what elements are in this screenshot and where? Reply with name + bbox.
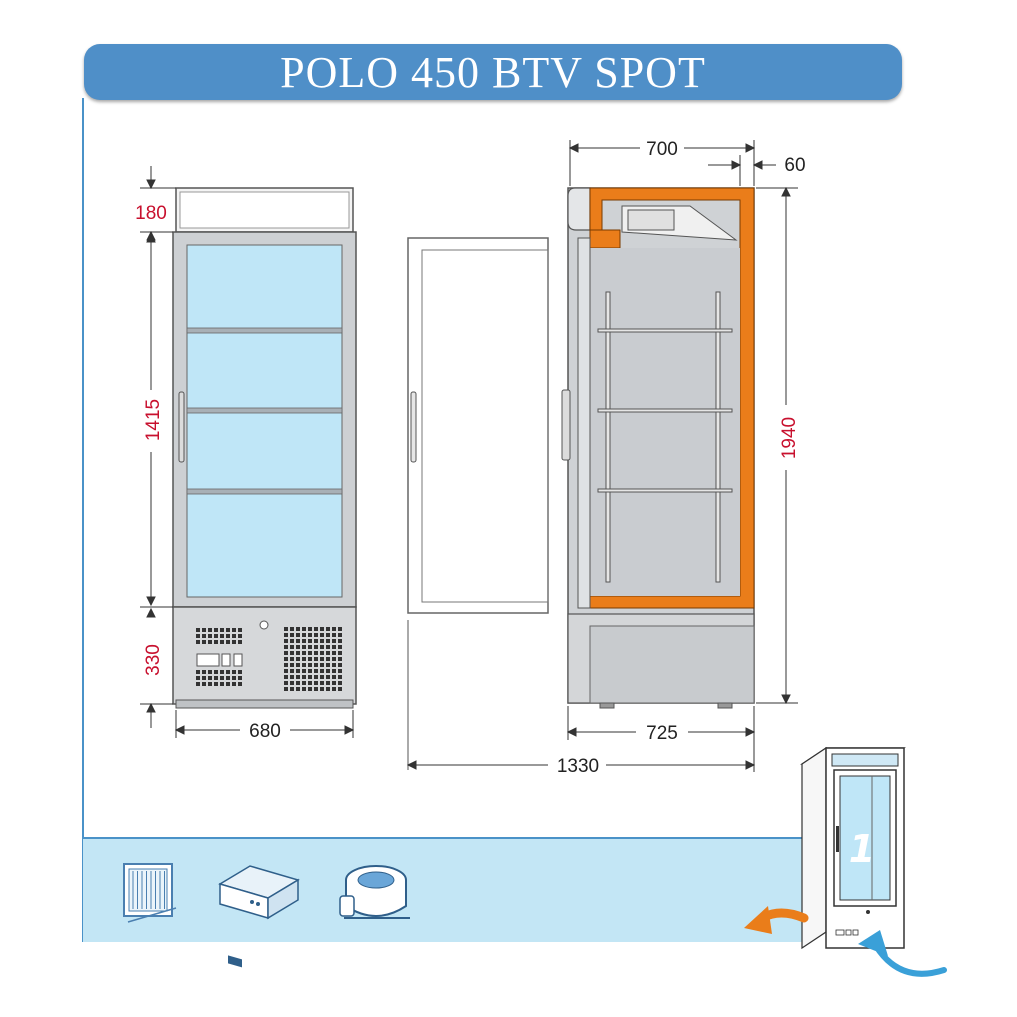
thumbnail-number: 1 xyxy=(849,827,875,871)
side-door-handle xyxy=(561,389,571,461)
front-shelf-2 xyxy=(186,407,343,414)
dim-front-top: 180 xyxy=(135,203,167,224)
front-switch-1 xyxy=(221,653,231,667)
page-title: POLO 450 BTV SPOT xyxy=(280,47,706,97)
front-canopy-panel xyxy=(179,191,350,229)
dim-door-open: 1330 xyxy=(557,756,599,777)
cold-air-arrowhead xyxy=(858,930,888,956)
front-plinth xyxy=(175,699,354,709)
controller-unit-icon xyxy=(218,865,300,968)
dim-front-base: 330 xyxy=(143,644,164,676)
cabinet-thumbnail xyxy=(800,746,906,950)
front-shelf-1 xyxy=(186,327,343,334)
front-glass xyxy=(186,244,343,598)
front-display xyxy=(196,653,220,667)
front-switch-2 xyxy=(233,653,243,667)
open-door-handle xyxy=(410,391,417,463)
dim-side-height: 1940 xyxy=(779,417,800,459)
open-door-outline xyxy=(407,237,549,770)
side-view xyxy=(561,187,755,709)
front-vent-left-top xyxy=(196,628,242,644)
front-shelf-3 xyxy=(186,488,343,495)
hot-air-arrowhead xyxy=(744,906,772,934)
footer-band xyxy=(83,838,803,942)
front-dimensions xyxy=(140,166,355,738)
dim-side-depth-top: 700 xyxy=(646,139,678,160)
title-bar: POLO 450 BTV SPOT xyxy=(84,44,902,100)
front-view xyxy=(172,187,357,709)
dim-front-width: 680 xyxy=(249,721,281,742)
dim-side-depth-bottom: 725 xyxy=(646,723,678,744)
compressor-icon xyxy=(339,865,410,919)
evaporator-grid-icon xyxy=(123,863,177,923)
front-thermometer-icon xyxy=(259,620,269,630)
dim-side-offset: 60 xyxy=(784,155,805,176)
front-vent-right xyxy=(284,627,342,691)
front-door-handle xyxy=(178,391,185,463)
side-glass-door xyxy=(577,237,591,609)
side-dimensions xyxy=(406,140,798,772)
front-vent-left-bottom xyxy=(196,670,242,686)
dim-front-door: 1415 xyxy=(143,399,164,441)
